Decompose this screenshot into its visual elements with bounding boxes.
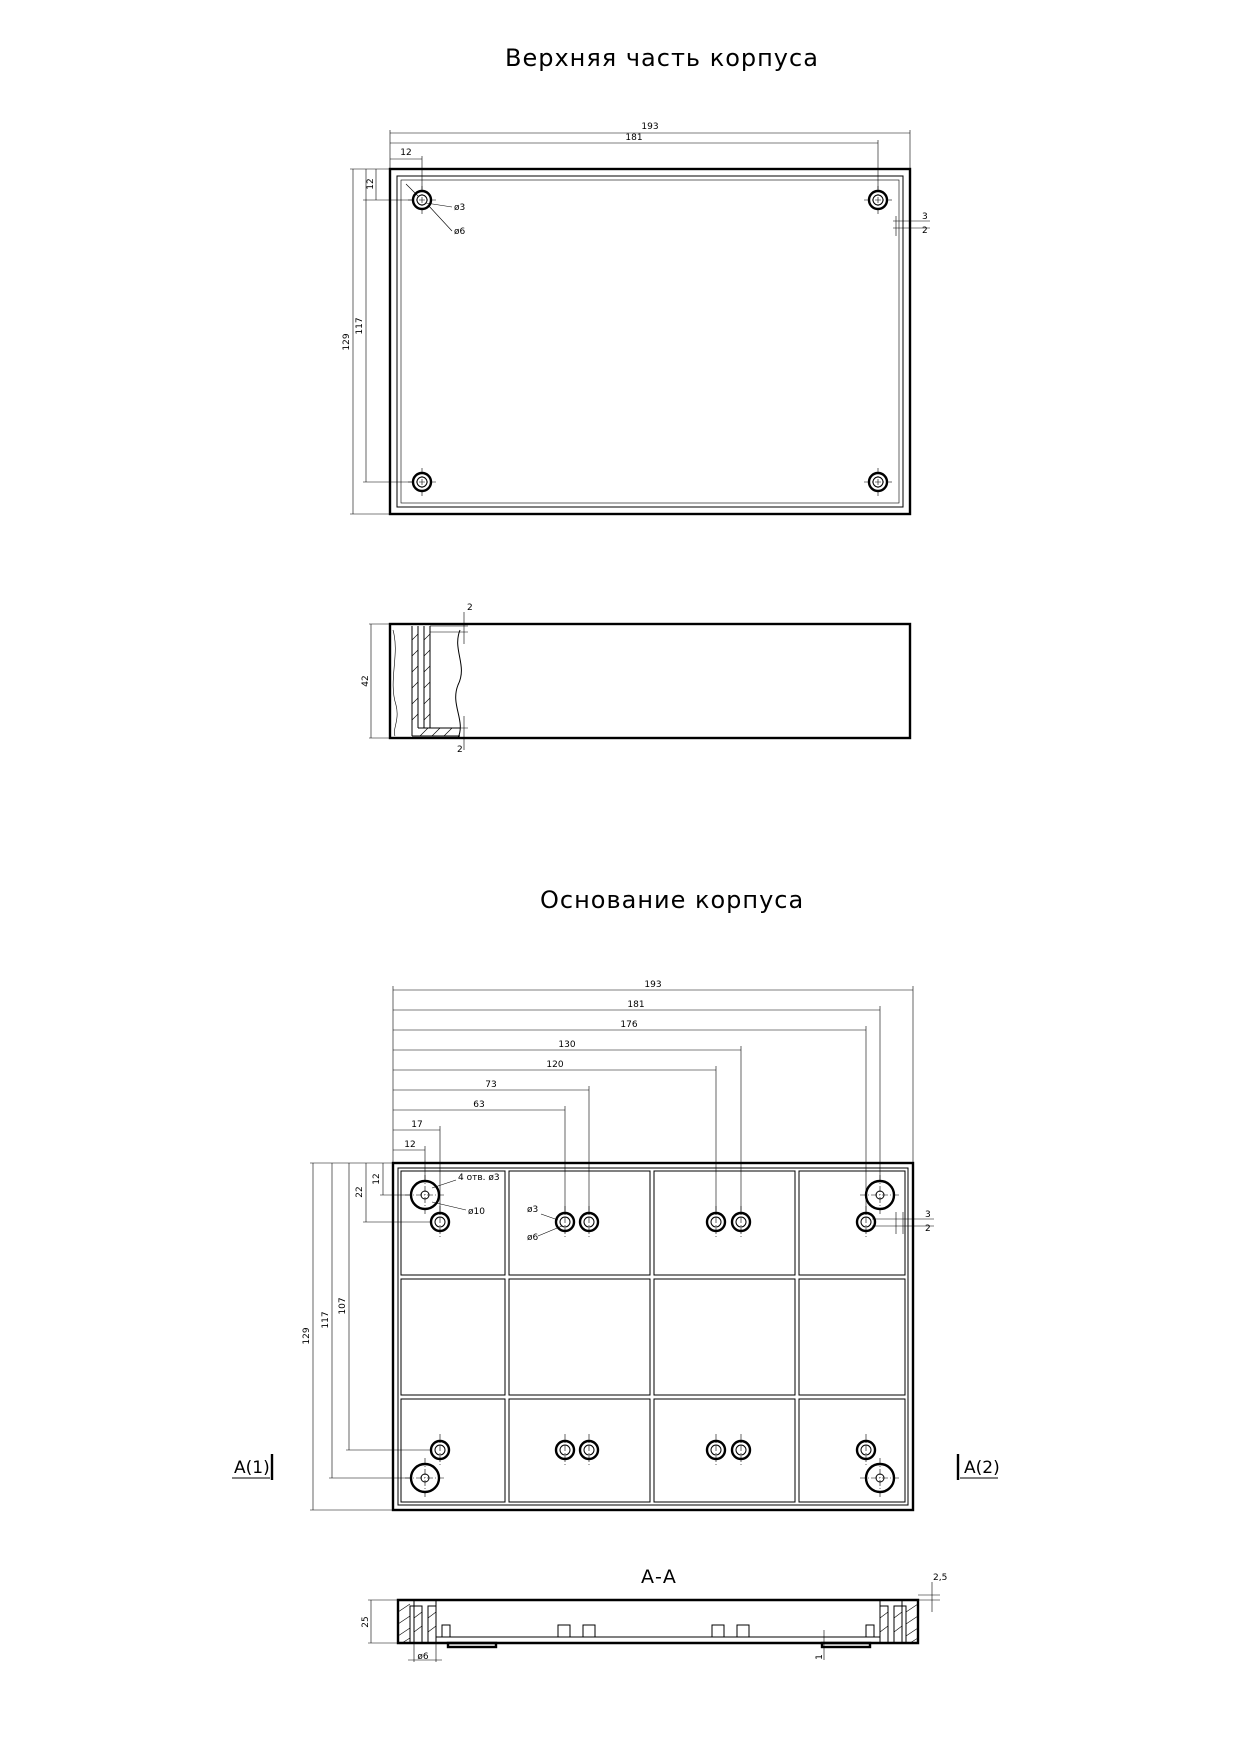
dim-top-12-x: 12 (400, 148, 411, 158)
dim-base-130: 130 (558, 1040, 575, 1050)
side-hatching (411, 633, 453, 737)
side-dim-lines (369, 612, 468, 750)
boss-bottom-right (860, 1458, 900, 1498)
dim-base-22: 22 (355, 1186, 365, 1197)
section-hatching (397, 1603, 919, 1644)
side-break-line (455, 629, 462, 739)
title-section: А-А (641, 1566, 677, 1588)
dim-base-12-y: 12 (372, 1173, 382, 1184)
base-outer-outline (391, 1161, 915, 1512)
top-wall-line-1 (396, 175, 904, 508)
top-wall-line-2 (400, 179, 900, 504)
dim-top-129: 129 (342, 333, 352, 350)
hole-top-right (864, 186, 892, 214)
title-base: Основание корпуса (540, 886, 805, 914)
side-outer-outline (388, 622, 912, 740)
dim-top-wall-3: 3 (922, 212, 928, 222)
dim-base-117: 117 (321, 1311, 331, 1328)
section-dim-lines (368, 1582, 940, 1662)
dim-base-d10: ø10 (468, 1207, 485, 1217)
dim-top-193: 193 (641, 122, 658, 132)
boss-top-left (405, 1175, 445, 1215)
dim-section-2-5: 2,5 (933, 1573, 947, 1583)
boss-bottom-left (405, 1458, 445, 1498)
dim-base-12: 12 (404, 1140, 415, 1150)
top-outer-outline (388, 167, 912, 516)
dim-side-2-bottom: 2 (457, 745, 463, 755)
dim-side-2-top: 2 (467, 603, 473, 613)
section-view: 25 2,5 ø6 1 (361, 1573, 947, 1662)
dim-base-181: 181 (627, 1000, 644, 1010)
dim-top-d6: ø6 (454, 227, 466, 237)
hole-top-left (408, 186, 436, 214)
dim-base-d6: ø6 (527, 1233, 539, 1243)
svg-text:А(2): А(2) (964, 1458, 1000, 1478)
dim-side-42: 42 (361, 675, 371, 686)
dim-section-1: 1 (815, 1654, 825, 1660)
note-4-holes: 4 отв. ø3 (458, 1173, 500, 1183)
dim-top-12-y: 12 (366, 178, 376, 189)
base-dim-lines (310, 986, 934, 1511)
title-top-part: Верхняя часть корпуса (505, 44, 819, 72)
small-hole-centerlines (439, 1206, 867, 1466)
section-mark-right: А(2) (956, 1454, 1000, 1480)
dim-base-17: 17 (411, 1120, 422, 1130)
hole-bottom-right (864, 468, 892, 496)
svg-text:А(1): А(1) (234, 1458, 270, 1478)
hole-bottom-left (408, 468, 436, 496)
dim-section-25: 25 (361, 1616, 371, 1627)
dim-base-176: 176 (620, 1020, 637, 1030)
top-view: 193 181 12 129 117 12 ø3 ø6 3 2 (342, 122, 930, 516)
base-view: 193 181 176 130 120 73 63 17 12 129 117 … (232, 980, 1000, 1512)
dim-base-d3: ø3 (527, 1205, 538, 1215)
dim-base-wall-3: 3 (925, 1210, 931, 1220)
base-inner-outline (397, 1167, 909, 1506)
dim-base-120: 120 (546, 1060, 563, 1070)
side-view: 2 42 2 (361, 603, 912, 755)
dim-top-wall-2: 2 (922, 226, 928, 236)
dim-base-193: 193 (644, 980, 661, 990)
dim-base-63: 63 (473, 1100, 484, 1110)
top-dim-lines (350, 130, 930, 515)
base-compartments (400, 1170, 906, 1503)
dim-base-107: 107 (338, 1297, 348, 1314)
dim-base-wall-2: 2 (925, 1224, 931, 1234)
dim-top-117: 117 (355, 317, 365, 334)
section-mark-left: А(1) (232, 1454, 274, 1480)
dim-base-73: 73 (485, 1080, 496, 1090)
dim-top-181: 181 (625, 133, 642, 143)
small-holes (429, 1211, 877, 1461)
dim-section-d6: ø6 (417, 1652, 429, 1662)
dim-base-129: 129 (302, 1327, 312, 1344)
dim-top-d3: ø3 (454, 203, 465, 213)
